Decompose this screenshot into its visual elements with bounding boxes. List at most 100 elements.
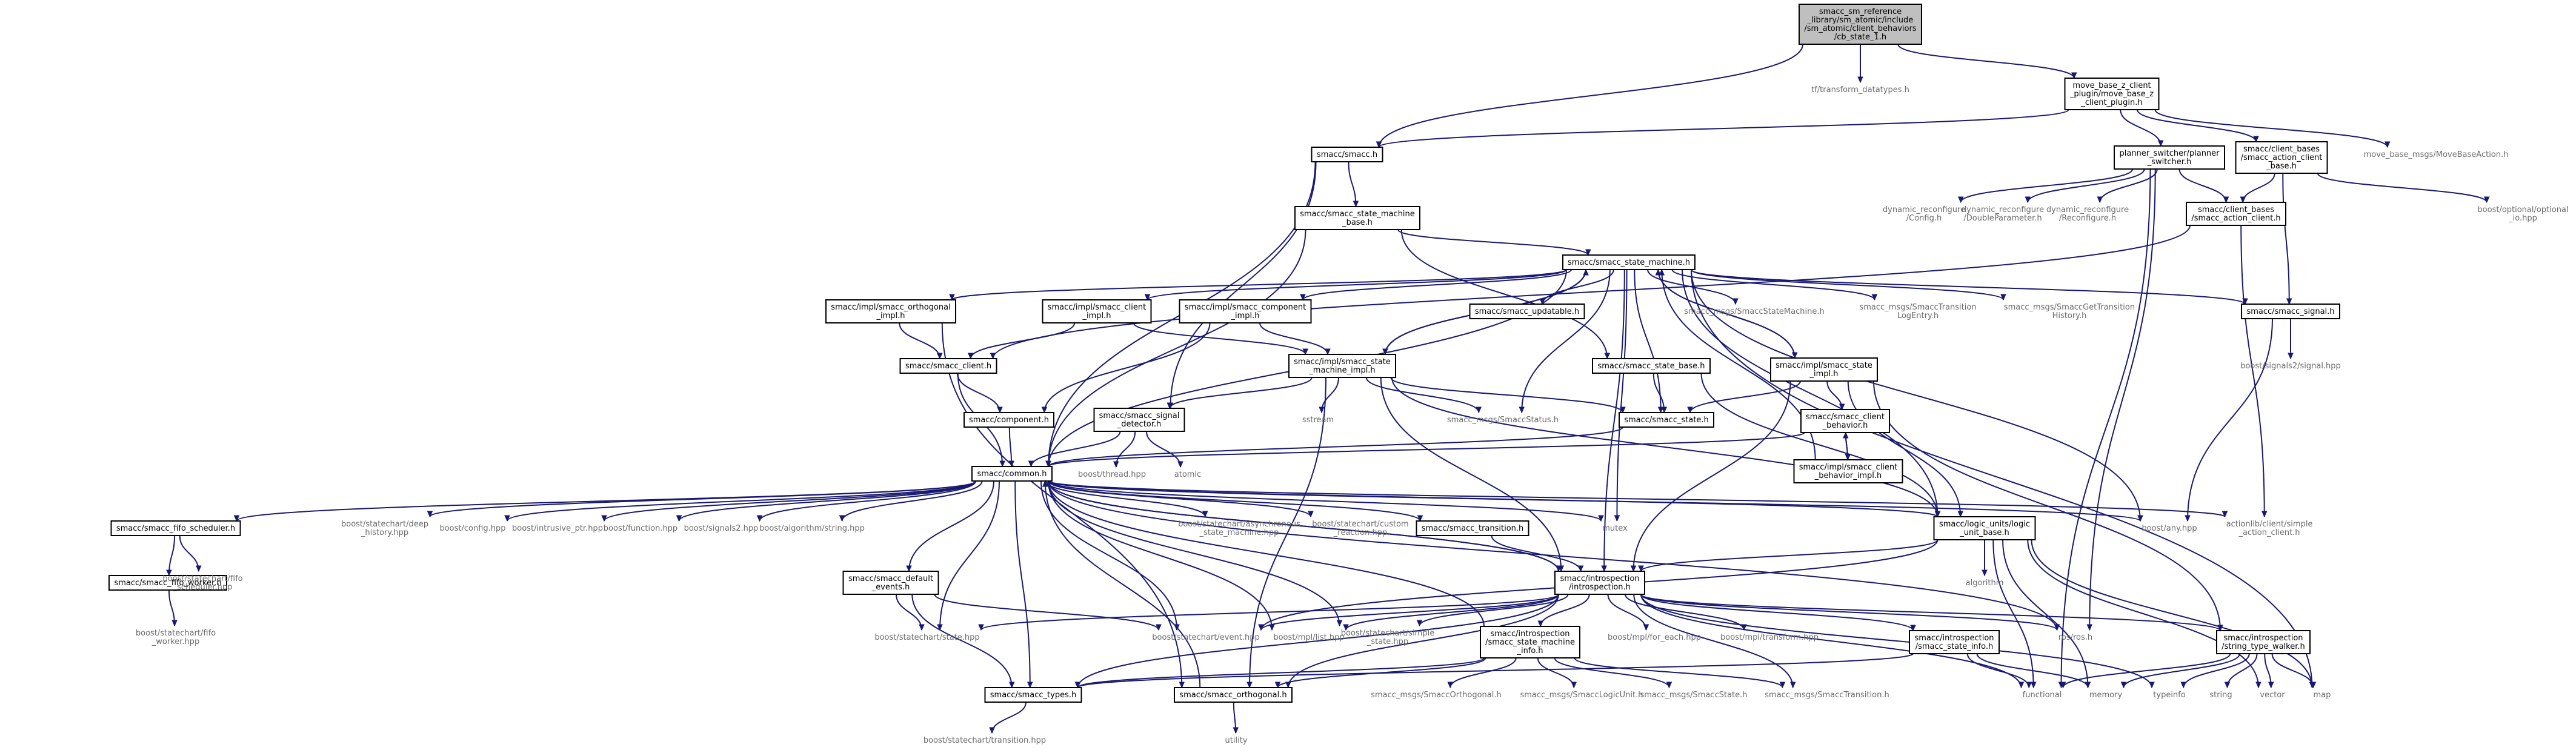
node-comp-impl[interactable]: smacc/impl/smacc_component_impl.h <box>1179 299 1312 323</box>
node-client[interactable]: smacc/smacc_client.h <box>899 358 997 374</box>
edge-arrowhead <box>756 515 763 522</box>
node-label-line: string <box>2209 691 2232 700</box>
edge-arrowhead <box>233 515 240 522</box>
node-label-line: boost/statechart/simple <box>1341 629 1434 638</box>
node-signal[interactable]: smacc/smacc_signal.h <box>2241 304 2340 319</box>
edge-sm-impl-to-state <box>1390 377 1623 413</box>
node-label-line: smacc_msgs/SmaccTransition.h <box>1765 691 1889 700</box>
node-state[interactable]: smacc/smacc_state.h <box>1619 412 1714 428</box>
edge-fifo-sched-to-fifo-worker <box>168 535 176 576</box>
node-sig-det[interactable]: smacc/smacc_signal_detector.h <box>1093 408 1185 432</box>
node-ssm[interactable]: smacc/smacc_state_machine.h <box>1562 254 1696 270</box>
node-sc-transition: boost/statechart/transition.hpp <box>924 736 1046 745</box>
node-label-line: boost/algorithm/string.hpp <box>759 524 865 533</box>
node-common[interactable]: smacc/common.h <box>971 466 1053 482</box>
edge-arrowhead <box>1643 624 1649 631</box>
node-orthogonal[interactable]: smacc/smacc_orthogonal.h <box>1174 687 1293 703</box>
edge-arrowhead <box>1274 682 1281 689</box>
edge-root-to-mbz <box>1897 44 2075 79</box>
node-cbases-client[interactable]: smacc/client_bases/smacc_action_client.h <box>2186 202 2286 226</box>
edge-common-to-any-hpp <box>1048 480 2141 522</box>
node-sm-impl[interactable]: smacc/impl/smacc_state_machine_impl.h <box>1288 354 1396 378</box>
edge-arrowhead <box>999 460 1006 468</box>
node-logic-unit[interactable]: smacc/logic_units/logic_unit_base.h <box>1933 516 2036 540</box>
node-introspection[interactable]: smacc/introspection/introspection.h <box>1554 571 1645 595</box>
node-cbases-client-base[interactable]: smacc/client_bases/smacc_action_client_b… <box>2235 141 2328 174</box>
node-label-line: smacc/smacc_transition.h <box>1422 524 1524 533</box>
node-updatable[interactable]: smacc/smacc_updatable.h <box>1469 304 1585 319</box>
node-label-line: _base.h <box>2266 162 2297 171</box>
node-label-line: boost/function.hpp <box>604 524 677 533</box>
node-fifo-sched[interactable]: smacc/smacc_fifo_scheduler.h <box>110 520 241 536</box>
node-state-base[interactable]: smacc/smacc_state_base.h <box>1592 358 1711 374</box>
node-box <box>1800 409 1890 433</box>
edge-mbz-to-smacch <box>1378 109 2069 148</box>
edge-arrowhead <box>1519 406 1525 414</box>
edge-arrowhead <box>997 406 1003 414</box>
node-sm-info[interactable]: smacc/introspection/smacc_state_machine_… <box>1480 626 1580 658</box>
node-memory: memory <box>2089 691 2123 700</box>
node-label-line: boost/mpl/list.hpp <box>1273 633 1344 642</box>
node-label-line: boost/config.hpp <box>439 524 505 533</box>
node-thread: boost/thread.hpp <box>1078 470 1146 479</box>
edge-arrowhead <box>1585 249 1591 256</box>
node-state-info[interactable]: smacc/introspection/smacc_state_info.h <box>1909 630 2000 654</box>
edge-common-to-simple-state <box>1048 480 1340 626</box>
edge-arrowhead <box>1177 461 1183 468</box>
node-atomic: atomic <box>1174 470 1201 479</box>
node-planner[interactable]: planner_switcher/planner_switcher.h <box>2114 145 2225 170</box>
node-msg-status: smacc_msgs/SmaccStatus.h <box>1447 416 1559 425</box>
edge-state-info-to-types <box>1077 653 1914 688</box>
node-label-line: vector <box>2260 691 2285 700</box>
node-msg-orth: smacc_msgs/SmaccOrthogonal.h <box>1371 691 1501 700</box>
edge-arrowhead <box>2030 682 2037 689</box>
edge-arrowhead <box>1353 201 1359 208</box>
node-label-line: smacc/impl/smacc_orthogonal <box>831 303 950 312</box>
node-label-line: boost/any.hpp <box>2142 524 2197 533</box>
edge-arrowhead <box>2223 196 2229 204</box>
node-types[interactable]: smacc/smacc_types.h <box>984 687 1082 703</box>
node-msg-trans: smacc_msgs/SmaccTransition.h <box>1765 691 1889 700</box>
node-cbeh-impl[interactable]: smacc/impl/smacc_client_behavior_impl.h <box>1793 459 1903 483</box>
node-label-line: _impl.h <box>1082 311 1111 320</box>
node-box <box>842 571 939 595</box>
edge-arrowhead <box>906 565 912 572</box>
node-cbeh[interactable]: smacc/smacc_client_behavior.h <box>1800 409 1890 433</box>
edge-arrowhead <box>839 515 845 522</box>
node-label-line: LogEntry.h <box>1897 311 1939 320</box>
node-algorithm: algorithm <box>1966 579 2004 588</box>
node-fifo-worker[interactable]: smacc/smacc_fifo_worker.h <box>108 575 227 591</box>
node-box <box>1619 412 1714 428</box>
node-box <box>1799 4 1922 45</box>
edge-arrowhead <box>1630 565 1637 572</box>
node-state-impl[interactable]: smacc/impl/smacc_state_impl.h <box>1770 357 1878 382</box>
edge-common-to-simple-action <box>1048 480 2226 517</box>
node-mbz[interactable]: move_base_z_client_plugin/move_base_z_cl… <box>2064 78 2160 110</box>
edge-arrowhead <box>1336 620 1343 627</box>
edge-ssm-to-msg-sm <box>1647 269 1736 305</box>
node-client-impl[interactable]: smacc/impl/smacc_client_impl.h <box>1042 299 1152 323</box>
edge-arrowhead <box>1233 727 1239 734</box>
edge-arrowhead <box>1789 682 1796 689</box>
node-stw[interactable]: smacc/introspection/string_type_walker.h <box>2216 630 2311 654</box>
node-box <box>1562 254 1696 270</box>
node-sm-base[interactable]: smacc/smacc_state_machine_base.h <box>1294 206 1420 230</box>
node-default-events[interactable]: smacc/smacc_default_events.h <box>842 571 939 595</box>
edge-arrowhead <box>1447 682 1454 689</box>
node-label-line: dynamic_reconfigure <box>1883 205 1965 214</box>
node-smacch[interactable]: smacc/smacc.h <box>1311 147 1383 162</box>
edge-arrowhead <box>978 624 984 631</box>
node-box <box>2235 141 2328 174</box>
node-label-line: _io.hpp <box>2508 214 2537 223</box>
node-component[interactable]: smacc/component.h <box>964 412 1054 428</box>
node-orth-impl[interactable]: smacc/impl/smacc_orthogonal_impl.h <box>825 299 956 323</box>
edge-sm-info-to-types <box>1077 657 1485 688</box>
edge-arrowhead <box>1476 406 1482 414</box>
node-root[interactable]: smacc_sm_reference_library/sm_atomic/inc… <box>1799 4 1922 45</box>
edge-arrowhead <box>1202 511 1208 518</box>
node-dr-double: dynamic_reconfigure/DoubleParameter.h <box>1962 205 2044 223</box>
node-transition[interactable]: smacc/smacc_transition.h <box>1416 520 1529 536</box>
edge-arrowhead <box>427 511 433 518</box>
node-label-line: smacc/introspection <box>1490 629 1569 639</box>
edge-arrowhead <box>1598 515 1604 522</box>
